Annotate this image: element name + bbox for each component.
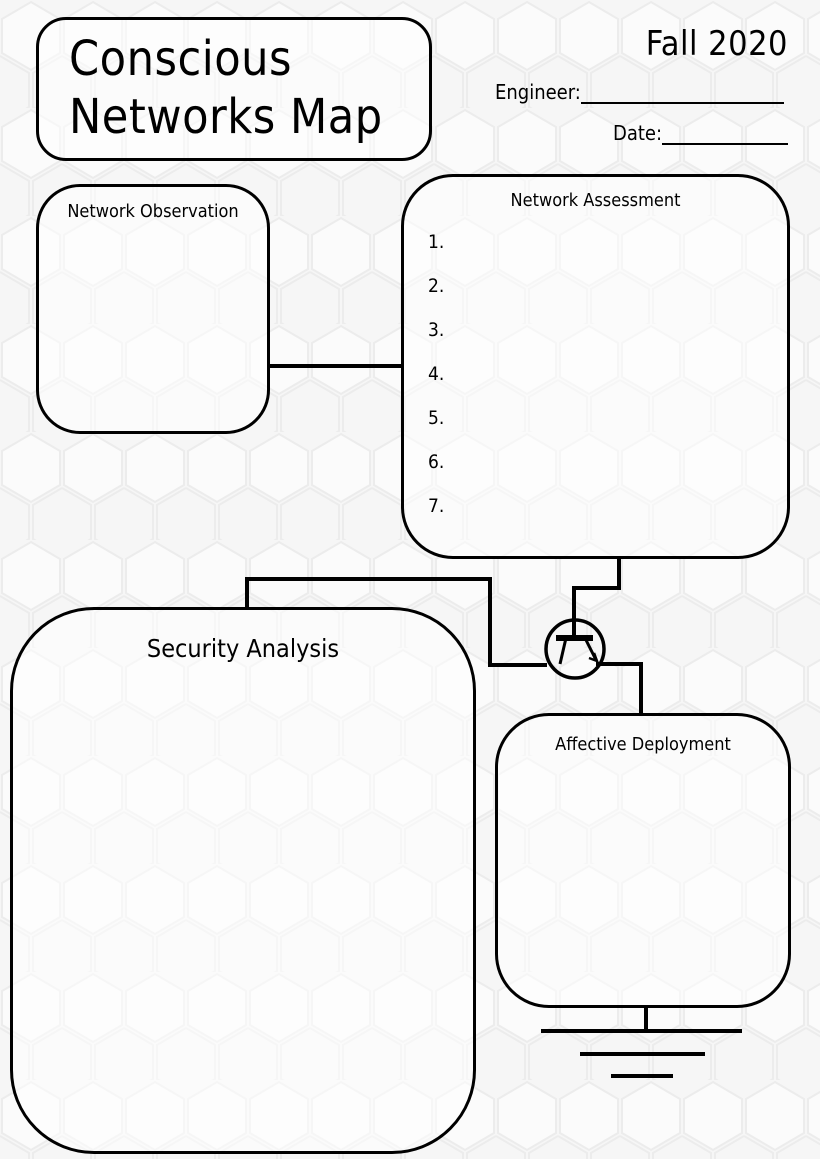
list-item[interactable]: 4. <box>428 363 445 385</box>
affective-deployment-box[interactable]: Affective Deployment <box>495 713 791 1008</box>
network-observation-box[interactable]: Network Observation <box>36 184 270 434</box>
affective-deployment-title: Affective Deployment <box>555 734 731 755</box>
date-field[interactable]: Date: <box>613 121 789 145</box>
date-label: Date: <box>613 121 663 145</box>
security-analysis-title: Security Analysis <box>146 634 340 663</box>
list-item[interactable]: 1. <box>428 231 445 253</box>
list-item[interactable]: 7. <box>428 495 445 517</box>
list-item[interactable]: 3. <box>428 319 445 341</box>
network-assessment-box[interactable]: Network Assessment 1. 2. 3. 4. 5. 6. 7. <box>401 174 790 559</box>
date-line[interactable] <box>662 123 789 145</box>
wire-transistor-affective <box>596 662 643 715</box>
network-observation-title: Network Observation <box>67 201 239 222</box>
title-line-1: Conscious <box>69 31 292 87</box>
engineer-line[interactable] <box>580 82 784 104</box>
list-item[interactable]: 5. <box>428 407 445 429</box>
wire-security-transistor <box>245 577 547 667</box>
security-analysis-box[interactable]: Security Analysis <box>10 607 476 1154</box>
title-box: Conscious Networks Map <box>36 17 432 161</box>
wire-assessment-transistor <box>572 557 621 636</box>
transistor-icon <box>544 618 606 680</box>
page-title: Conscious Networks Map <box>69 30 383 146</box>
network-assessment-title: Network Assessment <box>510 190 681 211</box>
engineer-field[interactable]: Engineer: <box>495 80 784 104</box>
assessment-list: 1. 2. 3. 4. 5. 6. 7. <box>428 229 444 537</box>
term-label: Fall 2020 <box>645 24 788 64</box>
title-line-2: Networks Map <box>69 89 383 145</box>
list-item[interactable]: 2. <box>428 275 445 297</box>
engineer-label: Engineer: <box>495 80 581 104</box>
list-item[interactable]: 6. <box>428 451 445 473</box>
ground-icon <box>541 1029 742 1078</box>
